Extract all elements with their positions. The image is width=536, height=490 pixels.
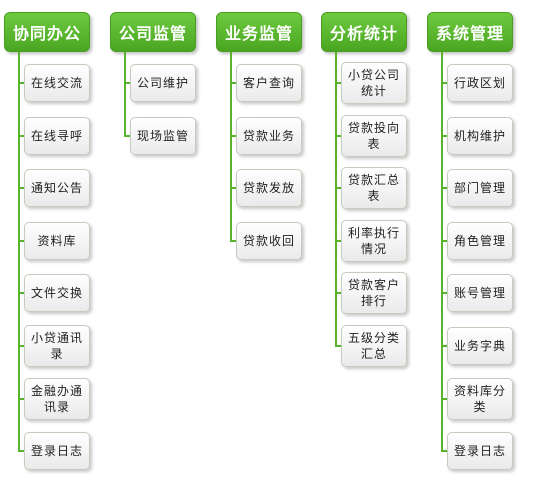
branch-line [18,292,24,295]
branch-line [230,134,236,137]
branch-line [441,450,447,453]
node-4-5: 贷款客户排行 [341,272,407,315]
node-5-5: 账号管理 [447,274,513,313]
node-1-7: 金融办通讯录 [24,377,90,420]
column-header-2: 公司监管 [110,12,196,52]
node-5-2: 机构维护 [447,116,513,155]
branch-line [18,450,24,453]
node-5-7: 资料库分类 [447,377,513,420]
node-1-8: 登录日志 [24,432,90,471]
node-1-6: 小贷通讯录 [24,325,90,367]
trunk-line-5 [441,52,443,452]
column-header-3: 业务监管 [216,12,302,52]
branch-line [18,397,24,400]
column-header-1: 协同办公 [4,12,90,52]
branch-line [18,187,24,190]
branch-line [335,345,341,347]
node-5-1: 行政区划 [447,64,513,102]
branch-line [335,187,341,190]
column-header-5: 系统管理 [427,12,513,52]
trunk-line-3 [230,52,232,241]
branch-line [124,134,130,137]
branch-line [18,345,24,347]
branch-line [441,397,447,400]
node-4-2: 贷款投向表 [341,114,407,157]
node-1-4: 资料库 [24,221,90,260]
branch-line [335,292,341,295]
trunk-line-1 [18,52,20,452]
trunk-line-2 [124,52,126,136]
node-4-4: 利率执行情况 [341,219,407,262]
node-5-4: 角色管理 [447,221,513,260]
branch-line [441,187,447,190]
branch-line [335,239,341,242]
node-3-2: 贷款业务 [236,116,302,155]
branch-line [18,134,24,137]
column-header-4: 分析统计 [321,12,407,52]
node-2-2: 现场监管 [130,116,196,155]
node-5-8: 登录日志 [447,432,513,471]
node-4-3: 贷款汇总表 [341,167,407,210]
node-5-6: 业务字典 [447,327,513,365]
branch-line [441,345,447,347]
node-2-1: 公司维护 [130,64,196,102]
node-1-1: 在线交流 [24,64,90,102]
node-1-5: 文件交换 [24,274,90,313]
branch-line [441,134,447,137]
branch-line [124,82,130,84]
branch-line [230,187,236,190]
node-3-1: 客户查询 [236,64,302,102]
node-4-6: 五级分类汇总 [341,325,407,367]
node-3-3: 贷款发放 [236,169,302,208]
branch-line [18,239,24,242]
branch-line [335,82,341,84]
branch-line [441,292,447,295]
branch-line [230,82,236,84]
node-1-3: 通知公告 [24,169,90,208]
branch-line [230,239,236,242]
branch-line [18,82,24,84]
branch-line [441,239,447,242]
branch-line [335,134,341,137]
node-5-3: 部门管理 [447,169,513,208]
branch-line [441,82,447,84]
trunk-line-4 [335,52,337,346]
node-4-1: 小贷公司统计 [341,62,407,104]
node-1-2: 在线寻呼 [24,116,90,155]
node-3-4: 贷款收回 [236,221,302,260]
